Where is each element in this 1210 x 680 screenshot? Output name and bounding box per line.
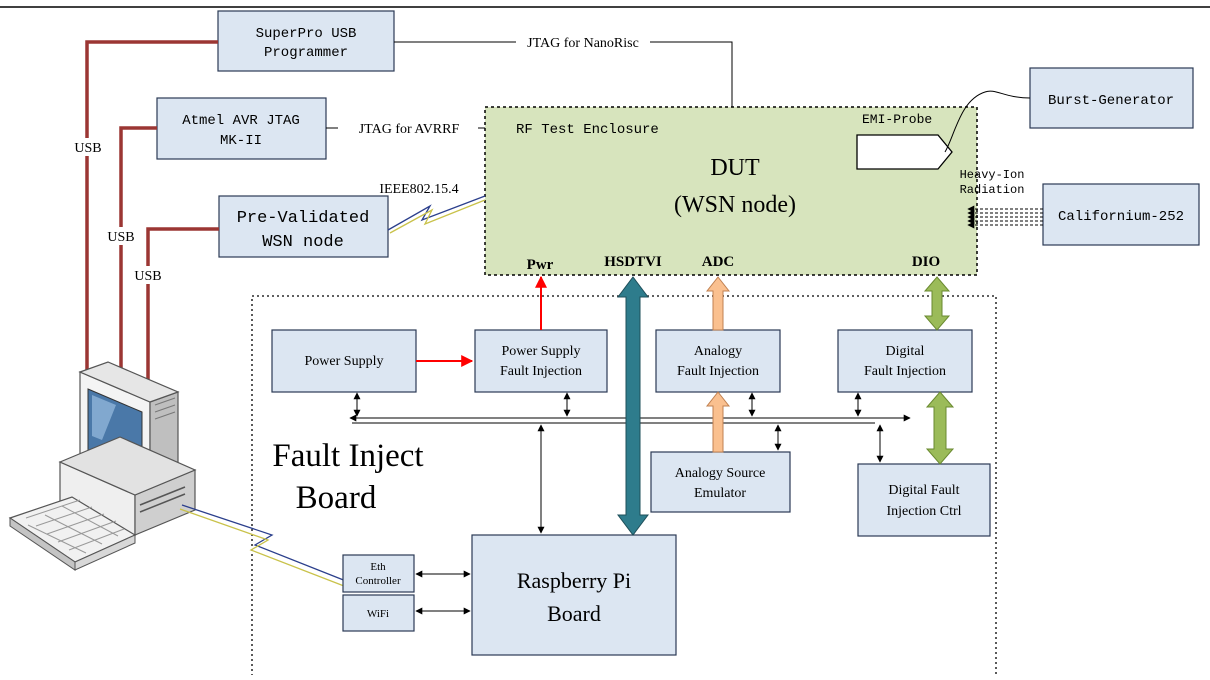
- emi-probe-cable: [944, 90, 1031, 153]
- californium-label: Californium-252: [1058, 209, 1184, 225]
- usb-label-2-bg: [103, 227, 139, 245]
- ieee-link-b: [389, 199, 486, 234]
- computer-icon: [8, 361, 197, 571]
- superpro-line1: SuperPro USB: [256, 26, 357, 42]
- eth-controller-box: [342, 554, 415, 593]
- hsdtvi-arrow: [617, 276, 649, 536]
- usb-cable-superpro: [85, 40, 218, 387]
- pc-wifi-link-a: [181, 504, 347, 582]
- analog-source-line2: Emulator: [694, 486, 746, 501]
- pc-wifi-link-b: [179, 508, 345, 587]
- atmel-line1: Atmel AVR JTAG: [182, 113, 300, 129]
- port-dio: DIO: [912, 254, 940, 270]
- californium-box: [1042, 183, 1200, 246]
- adc-arrow-up: [705, 276, 731, 331]
- ieee-link-a: [387, 195, 486, 231]
- usb-cable-wsn: [146, 227, 219, 392]
- prevalidated-line2: WSN node: [262, 233, 344, 252]
- jtag-nanorisc-line: [394, 41, 733, 107]
- digital-ctrl-line1: Digital Fault: [888, 483, 959, 498]
- usb-cable-atmel: [119, 126, 157, 385]
- emi-probe-shape: [856, 134, 953, 170]
- raspberry-pi-box: [471, 534, 677, 656]
- ps-fault-line1: Power Supply: [502, 344, 581, 359]
- emi-probe-label: EMI-Probe: [862, 112, 932, 127]
- eth-line2: Controller: [355, 575, 401, 587]
- fault-board-label-1: Fault Inject: [272, 438, 423, 474]
- heavy-ion-label-1: Heavy-Ion: [960, 168, 1025, 182]
- usb-label-1: USB: [74, 141, 101, 156]
- usb-label-1-bg: [70, 138, 106, 156]
- digital-fault-line2: Fault Injection: [864, 364, 946, 379]
- prevalidated-wsn-box: [218, 195, 389, 258]
- heavy-ion-label-2: Radiation: [960, 183, 1025, 197]
- jtag-nanorisc-label-bg: [516, 33, 650, 51]
- usb-cables: [85, 40, 219, 392]
- digital-fault-injection-box: [837, 329, 973, 393]
- superpro-programmer-box: [217, 10, 395, 72]
- prevalidated-line1: Pre-Validated: [237, 209, 370, 228]
- ps-fault-line2: Fault Injection: [500, 364, 582, 379]
- burst-generator-box: [1029, 67, 1194, 129]
- ps-fault-injection-box: [474, 329, 608, 393]
- analog-source-emulator-box: [650, 451, 791, 513]
- eth-line1: Eth: [370, 561, 386, 573]
- analog-fault-injection-box: [655, 329, 781, 393]
- enclosure-label: RF Test Enclosure: [516, 122, 659, 138]
- digital-ctrl-line2: Injection Ctrl: [886, 504, 961, 519]
- rpi-line2: Board: [547, 601, 601, 626]
- port-hsdtvi: HSDTVI: [604, 254, 662, 270]
- port-adc: ADC: [702, 254, 735, 270]
- ieee-label: IEEE802.15.4: [379, 182, 458, 197]
- radiation-lines: [967, 205, 1043, 229]
- atmel-line2: MK-II: [220, 133, 262, 149]
- fault-board-label-2: Board: [296, 480, 377, 516]
- usb-label-3: USB: [134, 269, 161, 284]
- power-supply-box: [271, 329, 417, 393]
- dut-title: DUT: [710, 155, 760, 181]
- port-pwr: Pwr: [527, 257, 554, 273]
- rpi-line1: Raspberry Pi: [517, 568, 631, 593]
- wifi-label: WiFi: [367, 608, 389, 620]
- usb-label-2: USB: [107, 230, 134, 245]
- digital-fault-line1: Digital: [886, 344, 925, 359]
- usb-label-3-bg: [130, 266, 166, 284]
- jtag-avrrf-label: JTAG for AVRRF: [359, 122, 460, 137]
- analog-source-line1: Analogy Source: [675, 466, 766, 481]
- dut-subtitle: (WSN node): [674, 192, 796, 218]
- power-supply-label: Power Supply: [305, 354, 384, 369]
- analog-fault-line2: Fault Injection: [677, 364, 759, 379]
- superpro-line2: Programmer: [264, 45, 348, 61]
- wifi-box: [342, 594, 415, 632]
- burst-generator-label: Burst-Generator: [1048, 93, 1174, 109]
- analog-fault-line1: Analogy: [694, 344, 742, 359]
- digital-fault-ctrl-box: [857, 463, 991, 537]
- analog-source-arrow-up: [705, 391, 731, 453]
- digital-ctrl-arrow: [925, 391, 955, 465]
- jtag-avrrf-label-bg: [338, 119, 478, 137]
- dio-arrow: [923, 276, 951, 331]
- jtag-nanorisc-label: JTAG for NanoRisc: [527, 36, 639, 51]
